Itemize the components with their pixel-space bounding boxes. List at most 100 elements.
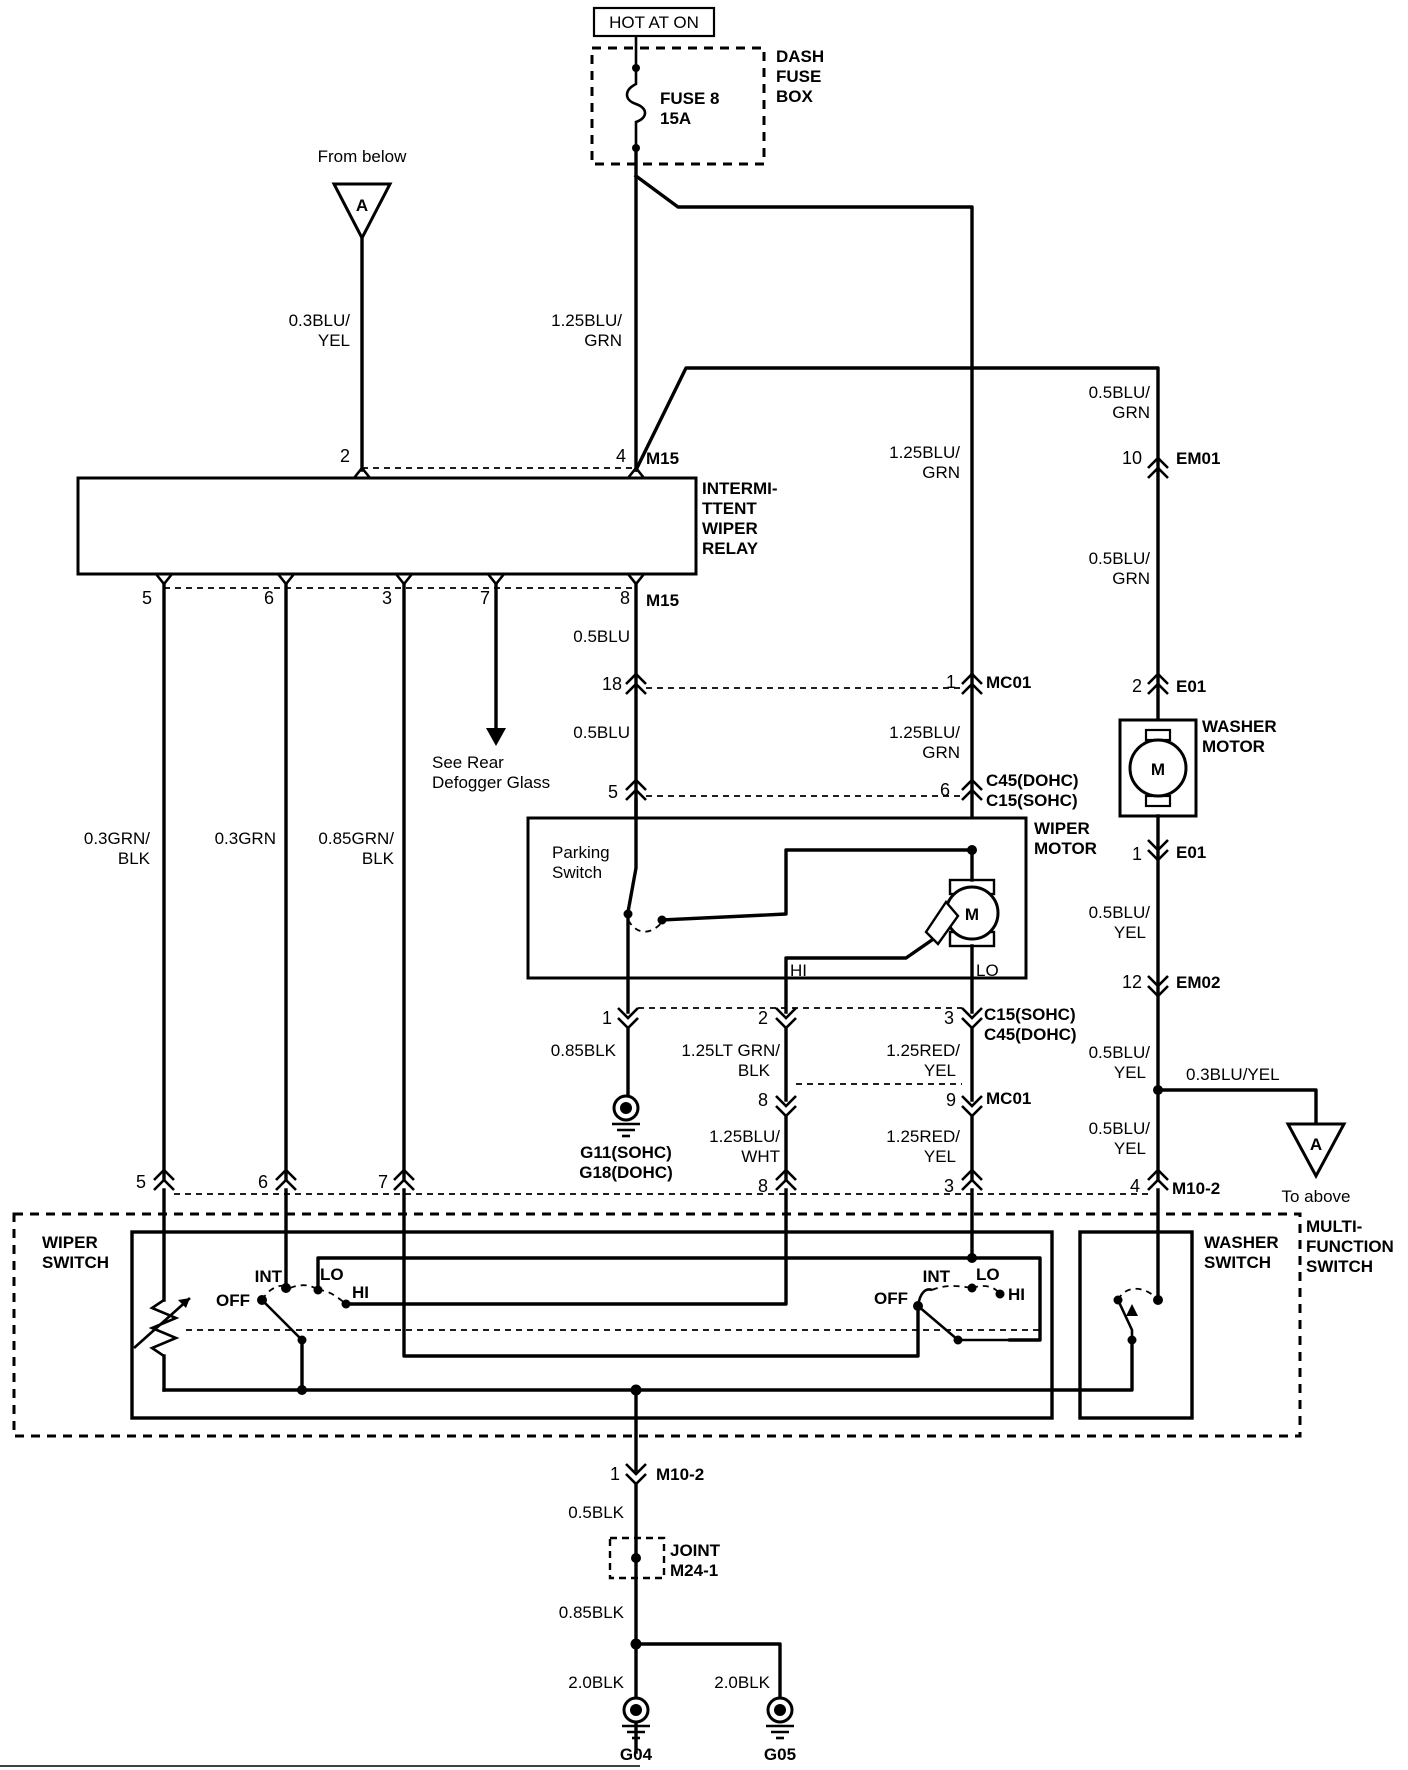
- connector-mc01: MC01: [986, 673, 1031, 692]
- pin-number: 9: [946, 1090, 956, 1110]
- wire-label: 1.25BLU/: [889, 443, 960, 462]
- right-switch-off: OFF: [874, 1289, 908, 1308]
- pin-number: 5: [136, 1172, 146, 1192]
- right-switch-int: INT: [923, 1267, 951, 1286]
- fuse-box-label-3: BOX: [776, 87, 814, 106]
- svg-text:INTERMI-: INTERMI-: [702, 479, 778, 498]
- wire-label: YEL: [1114, 923, 1146, 942]
- pin-number: 3: [944, 1176, 954, 1196]
- fuse-8-icon: [625, 64, 647, 152]
- wire-label: 0.3GRN: [215, 829, 276, 848]
- fuse-box-label-2: FUSE: [776, 67, 821, 86]
- hot-at-on-box: HOT AT ON: [592, 6, 716, 38]
- wire-label: GRN: [1112, 403, 1150, 422]
- connector-mc01-lower: MC01: [986, 1089, 1031, 1108]
- fuse-rating: 15A: [660, 109, 691, 128]
- connector-m10-2-top: M10-2: [1172, 1179, 1220, 1198]
- ground-g04-icon: [622, 1696, 650, 1740]
- pin-number: 2: [340, 446, 350, 466]
- wire-label: GRN: [1112, 569, 1150, 588]
- pin-number: 5: [608, 782, 618, 802]
- intermittent-wiper-relay: INTERMI- TTENT WIPER RELAY: [76, 476, 778, 576]
- pin-number: 6: [264, 588, 274, 608]
- wire-label: YEL: [1114, 1063, 1146, 1082]
- pin-number: 18: [602, 674, 622, 694]
- right-switch-lo: LO: [976, 1265, 1000, 1284]
- connector-em02: EM02: [1176, 973, 1220, 992]
- ground-g11: G11(SOHC): [580, 1143, 672, 1162]
- wire-label: WHT: [741, 1147, 780, 1166]
- motor-terminal-hi: HI: [790, 961, 807, 980]
- pin-number: 1: [610, 1464, 620, 1484]
- svg-text:WASHER: WASHER: [1204, 1233, 1279, 1252]
- wire-label: 0.5BLK: [568, 1503, 624, 1522]
- pin-number: 8: [620, 588, 630, 608]
- wiper-switch-label-2: SWITCH: [42, 1253, 109, 1272]
- wire-label: YEL: [1114, 1139, 1146, 1158]
- see-rear-label-1: See Rear: [432, 753, 504, 772]
- left-switch-hi: HI: [352, 1283, 369, 1302]
- fuse-name: FUSE 8: [660, 89, 720, 108]
- connector-m15-top: M15: [646, 449, 679, 468]
- offpage-connector-a-bottom: A: [1285, 1122, 1347, 1180]
- washer-motor-symbol-icon: M: [1151, 760, 1165, 779]
- pin-number: 1: [1132, 844, 1142, 864]
- left-switch-lo: LO: [320, 1265, 344, 1284]
- wire-label: 0.5BLU/: [1089, 549, 1151, 568]
- connector-em01: EM01: [1176, 449, 1220, 468]
- wire-label: GRN: [922, 743, 960, 762]
- to-above-label: To above: [1282, 1187, 1351, 1206]
- pin-number: 2: [1132, 676, 1142, 696]
- wire-label: YEL: [924, 1147, 956, 1166]
- wire-label: 2.0BLK: [568, 1673, 624, 1692]
- wire-label: YEL: [318, 331, 350, 350]
- washer-switch: WASHER SWITCH: [1078, 1230, 1279, 1420]
- svg-text:SWITCH: SWITCH: [1204, 1253, 1271, 1272]
- svg-text:WIPER: WIPER: [1034, 819, 1090, 838]
- connector-c15-bottom: C15(SOHC): [984, 1005, 1076, 1024]
- hot-at-on-label: HOT AT ON: [609, 13, 699, 32]
- connector-c45-bottom: C45(DOHC): [984, 1025, 1077, 1044]
- wire-label: 0.85BLK: [551, 1041, 617, 1060]
- pin-number: 4: [1130, 1176, 1140, 1196]
- svg-text:WIPER: WIPER: [702, 519, 758, 538]
- pin-number: 7: [378, 1172, 388, 1192]
- offpage-connector-a-top: A: [331, 182, 393, 242]
- ground-g04-label: G04: [620, 1745, 653, 1764]
- connector-c45-top: C45(DOHC): [986, 771, 1079, 790]
- ground-g18: G18(DOHC): [579, 1163, 673, 1182]
- pin-number: 2: [758, 1008, 768, 1028]
- svg-text:MOTOR: MOTOR: [1202, 737, 1265, 756]
- pin-number: 12: [1122, 972, 1142, 992]
- connector-e01-top: E01: [1176, 677, 1206, 696]
- wire-label: 0.5BLU/: [1089, 903, 1151, 922]
- pin-number: 1: [946, 672, 956, 692]
- svg-text:MOTOR: MOTOR: [1034, 839, 1097, 858]
- from-below-label: From below: [318, 147, 408, 166]
- dash-fuse-box: DASH FUSE BOX: [590, 46, 824, 166]
- wire-label: 0.5BLU: [573, 627, 630, 646]
- pin-number: 5: [142, 588, 152, 608]
- svg-text:M: M: [965, 905, 979, 924]
- svg-text:TTENT: TTENT: [702, 499, 757, 518]
- multi-function-switch: MULTI- FUNCTION SWITCH WIPER SWITCH: [12, 1212, 1394, 1438]
- pin-number: 3: [382, 588, 392, 608]
- wire-label: BLK: [118, 849, 151, 868]
- wire-label: 2.0BLK: [714, 1673, 770, 1692]
- pin-number: 4: [616, 446, 626, 466]
- svg-text:A: A: [1310, 1135, 1322, 1154]
- pin-number: 8: [758, 1090, 768, 1110]
- svg-text:MULTI-: MULTI-: [1306, 1217, 1362, 1236]
- ground-g05-icon: [766, 1696, 794, 1740]
- pin-number: 1: [602, 1008, 612, 1028]
- connector-m15-bottom: M15: [646, 591, 679, 610]
- wire-label: 0.3BLU/: [289, 311, 351, 330]
- washer-motor: M WASHER MOTOR: [1118, 717, 1277, 818]
- wire-label: 1.25BLU/: [709, 1127, 780, 1146]
- svg-text:JOINT: JOINT: [670, 1541, 721, 1560]
- pin-number: 8: [758, 1176, 768, 1196]
- parking-switch: [623, 798, 974, 1014]
- wire-label: 1.25LT GRN/: [681, 1041, 780, 1060]
- wire-label: 1.25RED/: [886, 1127, 960, 1146]
